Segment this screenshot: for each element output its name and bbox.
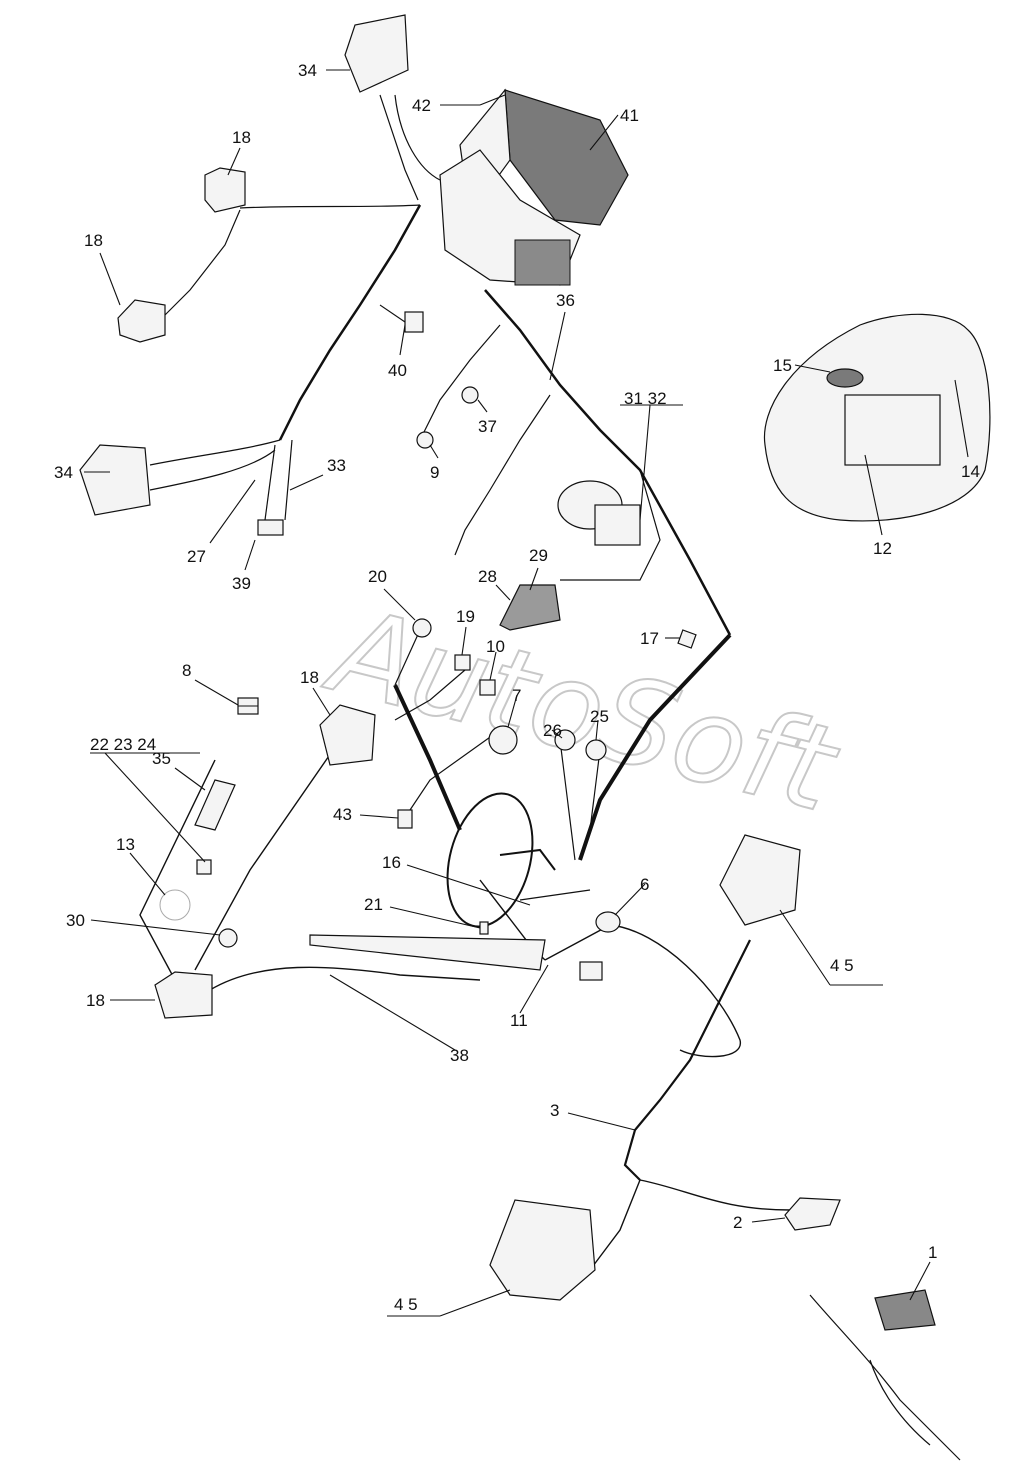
sensor-37-icon [461,386,479,404]
light-7-icon [488,725,518,755]
callout-38: 38 [450,1046,469,1065]
callout-18-bottom: 18 [86,991,105,1010]
relay-box-34-top-icon [344,14,409,93]
plate-28-icon [499,584,561,631]
callout-16: 16 [382,853,401,872]
dashboard-panel-icon [763,313,991,522]
callout-14: 14 [961,462,980,481]
callout-22-23-24: 22 23 24 [90,735,156,754]
callout-29: 29 [529,546,548,565]
callout-18-left: 18 [84,231,103,250]
lamp-39-icon [257,519,284,536]
callout-40: 40 [388,361,407,380]
callout-4-5-right: 4 5 [830,956,854,975]
callout-34-left: 34 [54,463,73,482]
connector-43-icon [397,809,413,829]
callout-7: 7 [512,686,521,705]
wiper-11-icon [309,934,603,981]
plug-2-icon [784,1197,841,1231]
callout-36: 36 [556,291,575,310]
callout-37: 37 [478,417,497,436]
callout-4-5-left: 4 5 [394,1295,418,1314]
box-18-middle-icon [319,704,376,766]
connector-17-icon [677,629,697,649]
callout-18-middle: 18 [300,668,319,687]
callout-34-top: 34 [298,61,317,80]
callout-21: 21 [364,895,383,914]
main-harness [139,94,791,1271]
fuse-8-icon [237,697,259,715]
headlight-4-5-right-icon [719,834,801,926]
module-35-icon [194,779,236,831]
callout-3: 3 [550,1101,559,1120]
callout-35: 35 [152,749,171,768]
callout-43: 43 [333,805,352,824]
callout-20: 20 [368,567,387,586]
box-18-left-icon [117,299,166,343]
callout-8: 8 [182,661,191,680]
callout-25: 25 [590,707,609,726]
lamp-25-icon [585,739,607,761]
callout-10: 10 [486,637,505,656]
starter-motor-icon [557,480,641,546]
callout-31-32: 31 32 [624,389,667,408]
lamp-6-icon [595,911,621,933]
sensor-1-icon [809,1289,961,1461]
callout-41: 41 [620,106,639,125]
sensor-9-icon [416,431,434,449]
relay-box-34-left-icon [79,444,151,516]
lamp-30-icon [218,928,238,948]
battery-icon [439,88,629,286]
callout-12: 12 [873,539,892,558]
callout-28: 28 [478,567,497,586]
box-18-upper-icon [204,167,246,213]
connector-21-icon [479,921,489,935]
callout-33: 33 [327,456,346,475]
box-18-bottom-icon [154,971,213,1019]
connector-22-icon [196,859,212,875]
switch-10-icon [479,679,496,696]
switch-19-icon [454,654,471,671]
callout-13: 13 [116,835,135,854]
callout-42: 42 [412,96,431,115]
light-13-icon [159,889,191,921]
callout-6: 6 [640,875,649,894]
callout-2: 2 [733,1213,742,1232]
watermark: AutoSoft [314,580,852,840]
horn-icon [404,311,424,333]
callout-19: 19 [456,607,475,626]
callout-17: 17 [640,629,659,648]
callout-11: 11 [510,1011,528,1030]
callout-18-top: 18 [232,128,251,147]
callout-27: 27 [187,547,206,566]
callout-9: 9 [430,463,439,482]
headlight-4-5-left-icon [489,1199,596,1301]
leader-lines [84,69,969,1317]
callout-15: 15 [773,356,792,375]
callout-39: 39 [232,574,251,593]
callout-26: 26 [543,721,562,740]
lamp-26-icon [554,729,576,751]
switch-20-icon [412,618,432,638]
callout-1: 1 [928,1243,937,1262]
callout-30: 30 [66,911,85,930]
